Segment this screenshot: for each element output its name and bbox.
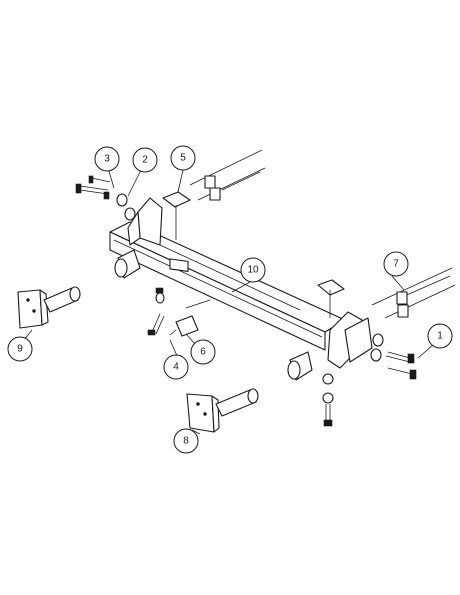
crossbar xyxy=(109,221,346,351)
callout-7-label: 7 xyxy=(393,259,399,270)
callout-6: 6 xyxy=(190,339,216,365)
washer-2 xyxy=(103,191,136,221)
vehicle-frame-rails xyxy=(189,149,456,319)
callout-9-label: 9 xyxy=(17,344,23,355)
callout-10-label: 10 xyxy=(247,265,259,276)
callout-1-label: 1 xyxy=(437,331,443,342)
right-mounting-bracket xyxy=(327,311,373,369)
left-mounting-bracket xyxy=(127,197,163,246)
callout-5-label: 5 xyxy=(180,153,186,164)
carriage-bolt-4 xyxy=(147,287,177,336)
leader-lines xyxy=(23,167,435,435)
callout-4-label: 4 xyxy=(173,362,179,373)
bolt-3 xyxy=(75,175,111,195)
callout-1: 1 xyxy=(427,323,453,349)
safety-bracket-9 xyxy=(17,286,81,329)
callout-3: 3 xyxy=(94,146,120,172)
left-receiver-tube xyxy=(114,249,141,279)
callout-9: 9 xyxy=(7,336,33,362)
callout-5: 5 xyxy=(170,145,196,171)
callout-3-label: 3 xyxy=(104,154,110,165)
callout-6-label: 6 xyxy=(200,347,206,358)
mid-plate xyxy=(317,279,345,318)
callout-2: 2 xyxy=(132,147,158,173)
rail-clips-right xyxy=(396,291,409,318)
top-plate-5 xyxy=(162,191,191,272)
rail-clips-left xyxy=(204,175,221,201)
callout-8-label: 8 xyxy=(183,436,189,447)
callout-8: 8 xyxy=(173,428,199,454)
bracket-6 xyxy=(175,299,211,337)
safety-bracket-8 xyxy=(186,388,259,433)
callout-4: 4 xyxy=(163,354,189,380)
right-receiver-tube xyxy=(287,351,313,381)
bottom-bolt xyxy=(322,373,334,427)
bolt-1 xyxy=(370,333,417,380)
callout-7: 7 xyxy=(383,251,409,277)
callout-2-label: 2 xyxy=(142,155,148,166)
callout-10: 10 xyxy=(240,257,266,283)
